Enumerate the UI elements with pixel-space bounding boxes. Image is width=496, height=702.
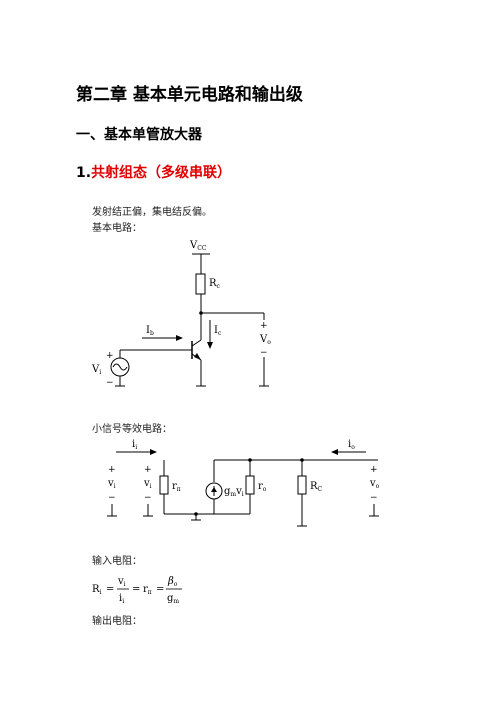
- input-resistance-label: 输入电阻：: [92, 556, 142, 567]
- io-label: io: [348, 439, 355, 451]
- gm-denominator: gm: [167, 593, 179, 605]
- vi1-plus: +: [108, 465, 116, 475]
- rc-load-resistor: [297, 475, 307, 495]
- ii-label: ii: [132, 439, 137, 451]
- rpi-resistor: [159, 475, 169, 495]
- basic-circuit-label: 基本电路：: [92, 223, 142, 234]
- vi2-plus: +: [144, 465, 152, 475]
- ib-label: Ib: [146, 325, 154, 337]
- rpi-label: rπ: [172, 481, 181, 493]
- section-title: 一、基本单管放大器: [76, 127, 202, 143]
- ii-arrow-head: [150, 449, 157, 455]
- bias-text: 发射结正偏，集电结反偏。: [92, 207, 212, 218]
- vi1-minus: −: [108, 493, 116, 503]
- vcc-label: VCC: [189, 240, 207, 252]
- small-signal-label: 小信号等效电路：: [92, 424, 172, 435]
- gm-label: gmvi: [224, 486, 244, 498]
- rc-load-label: RC: [310, 481, 323, 493]
- input-resistance-formula: Ri = vi ii = rπ = βo gm: [92, 576, 182, 605]
- basic-circuit-diagram: VCC Rc Ib Ic + Vo − + Vi −: [91, 240, 271, 388]
- vi-label: Vi: [91, 364, 101, 376]
- subsection-title: 1.共射组态（多级串联）: [76, 162, 231, 182]
- fraction-denominator: ii: [119, 593, 124, 605]
- ri-symbol: Ri: [92, 584, 102, 596]
- vo-label: Vo: [259, 334, 271, 346]
- ro-label: ro: [258, 481, 267, 493]
- equals-2: =: [132, 584, 140, 595]
- vi1-label: vi: [107, 478, 116, 490]
- ib-arrow-head: [176, 335, 183, 341]
- equals-1: =: [106, 584, 114, 595]
- ro-resistor: [245, 475, 255, 495]
- beta-numerator: βo: [167, 576, 178, 588]
- rpi-term: rπ: [143, 584, 152, 596]
- vo-plus: +: [260, 321, 268, 331]
- output-resistance-label: 输出电阻：: [92, 616, 142, 627]
- emitter-arrow: [194, 353, 201, 360]
- vi-minus: −: [106, 378, 114, 388]
- vo-minus: −: [260, 348, 268, 358]
- vo-plus: +: [370, 465, 378, 475]
- vi2-minus: −: [144, 493, 152, 503]
- chapter-title: 第二章 基本单元电路和输出级: [76, 85, 303, 105]
- subsection-title-text: 共射组态（多级串联）: [91, 165, 232, 181]
- equals-3: =: [156, 584, 164, 595]
- small-signal-diagram: ii io + vi − + vi − rπ gmvi ro RC + vo −: [107, 439, 380, 527]
- vi-plus: +: [106, 351, 114, 361]
- vi2-label: vi: [143, 478, 152, 490]
- source-arrow-head: [211, 487, 217, 492]
- collector-resistor: [195, 273, 206, 295]
- ic-label: Ic: [214, 325, 222, 337]
- rc-label: Rc: [209, 278, 221, 290]
- vo-label: vo: [369, 478, 380, 490]
- io-arrow-head: [331, 449, 338, 455]
- subsection-number: 1.: [76, 165, 92, 181]
- vo-minus: −: [370, 493, 378, 503]
- ic-arrow-head: [207, 342, 213, 349]
- fraction-numerator: vi: [117, 576, 126, 588]
